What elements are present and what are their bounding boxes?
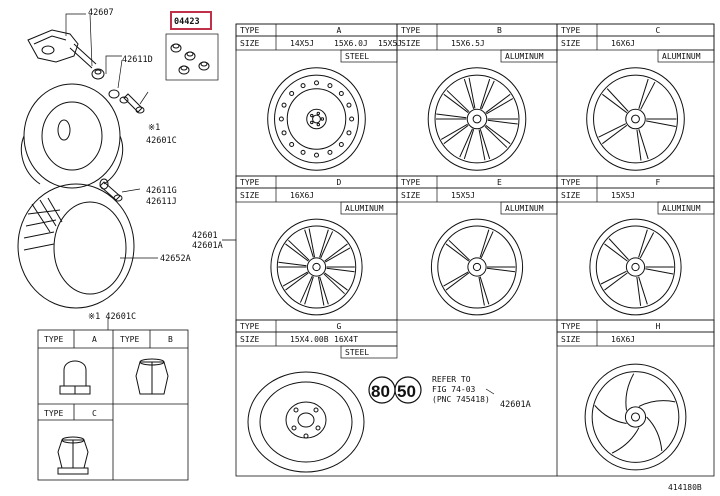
wheel-cell-a: TYPE A SIZE 14X5J 15X6.0J 15X5J STEEL: [235, 23, 402, 171]
nut-type-header: TYPE: [44, 409, 63, 418]
type-label: TYPE: [240, 178, 259, 187]
wheel-cells: TYPE A SIZE 14X5J 15X6.0J 15X5J STEEL TYPE B SIZE…: [235, 23, 715, 471]
size-label: SIZE: [561, 39, 580, 48]
refer-text: FIG 74-03: [432, 385, 476, 394]
wheel-material: STEEL: [345, 348, 369, 357]
tpms-sensor-icon: [27, 29, 97, 69]
size-label: SIZE: [561, 335, 580, 344]
wheel-cell-f: TYPE F SIZE 15X5J ALUMINUM: [556, 175, 715, 316]
wheel-material: ALUMINUM: [662, 204, 701, 213]
type-label: TYPE: [561, 26, 580, 35]
wheel-material: ALUMINUM: [505, 52, 544, 61]
wheel-size: 15X5J: [378, 39, 402, 48]
wheel-icon: [270, 218, 363, 316]
part-label: 42652A: [160, 254, 191, 264]
type-label: TYPE: [561, 322, 580, 331]
refer-text: REFER TO: [432, 375, 471, 384]
open-nut-icon: [135, 358, 169, 395]
wheel-cell-e: TYPE E SIZE 15X5J ALUMINUM: [396, 175, 558, 316]
type-label: TYPE: [561, 178, 580, 187]
nut-type-header: TYPE: [120, 335, 139, 344]
part-label: ※1 42601C: [88, 312, 136, 322]
wheel-size: 16X6J: [611, 39, 635, 48]
wheel-type: C: [656, 26, 661, 35]
size-label: SIZE: [401, 39, 420, 48]
spare-wheel-icon: [247, 371, 365, 473]
size-label: SIZE: [240, 39, 259, 48]
part-label: 42601A: [500, 400, 531, 410]
speed-limit-80-icon: [368, 376, 422, 404]
refer-text: (PNC 745418): [432, 395, 490, 404]
valve-stem-icon: [123, 93, 145, 114]
wheel-size: 16X4T: [334, 335, 358, 344]
wheel-icon: [584, 363, 687, 471]
size-label: SIZE: [561, 191, 580, 200]
type-label: TYPE: [401, 26, 420, 35]
wheel-cell-d: TYPE D SIZE 16X6J ALUMINUM: [235, 175, 398, 316]
wheel-icon: [267, 67, 366, 171]
nut-type-c: C: [92, 409, 97, 418]
lug-nut-icon: [57, 436, 89, 475]
size-label: SIZE: [240, 335, 259, 344]
wheel-cell-g: TYPE G SIZE 15X4.00B 16X4T STEEL: [235, 319, 398, 359]
wheel-size: 15X4.00B: [290, 335, 329, 344]
part-label: 42601C: [146, 136, 177, 146]
leader-lines-left: [65, 13, 158, 330]
wheel-size: 15X6.0J: [334, 39, 368, 48]
part-label: 42611G: [146, 186, 177, 196]
wheel-cell-c: TYPE C SIZE 16X6J ALUMINUM: [556, 23, 715, 171]
type-label: TYPE: [401, 178, 420, 187]
wheel-material: ALUMINUM: [505, 204, 544, 213]
wheel-icon: [589, 218, 682, 316]
nut-type-b: B: [168, 335, 173, 344]
nut-type-table: [37, 329, 189, 481]
wheel-type: G: [337, 322, 342, 331]
size-label: SIZE: [240, 191, 259, 200]
speed-limit-text: 80: [371, 382, 390, 401]
type-label: TYPE: [240, 322, 259, 331]
wheel-size: 16X6J: [290, 191, 314, 200]
grommet-icon: [108, 89, 129, 104]
valve-cap-icon: [91, 68, 105, 80]
size-label: SIZE: [401, 191, 420, 200]
diagram-id: 414180B: [668, 483, 702, 492]
speed-limit-text: 50: [397, 382, 416, 401]
highlighted-part-number[interactable]: 04423: [174, 17, 200, 27]
wheel-icon: [430, 218, 524, 316]
cap-nut-icon: [59, 360, 91, 395]
part-label: 42607: [88, 8, 114, 18]
part-label: 42601A: [192, 241, 223, 251]
part-label: 42611J: [146, 197, 177, 207]
wheel-material: ALUMINUM: [662, 52, 701, 61]
wheel-type: E: [497, 178, 502, 187]
wheel-cell-b: TYPE B SIZE 15X6.5J ALUMINUM: [396, 23, 558, 171]
wheel-nut-set-icon: [165, 33, 219, 81]
wheel-type: A: [337, 26, 342, 35]
wheel-material: ALUMINUM: [345, 204, 384, 213]
wheel-icon: [427, 67, 527, 171]
highlighted-part-box[interactable]: 04423: [170, 11, 212, 30]
part-label: 42611D: [122, 55, 153, 65]
wheel-size: 15X5J: [611, 191, 635, 200]
wheel-size: 15X6.5J: [451, 39, 485, 48]
nut-type-header: TYPE: [44, 335, 63, 344]
valve-icon: [99, 178, 123, 202]
wheel-material: STEEL: [345, 52, 369, 61]
wheel-size: 14X5J: [290, 39, 314, 48]
wheel-size: 15X5J: [451, 191, 475, 200]
wheel-icon: [586, 67, 685, 171]
wheel-type: D: [337, 178, 342, 187]
wheel-type: B: [497, 26, 502, 35]
part-label: 42601: [192, 231, 218, 241]
nut-type-a: A: [92, 335, 97, 344]
type-label: TYPE: [240, 26, 259, 35]
tire-icon: [20, 83, 124, 189]
part-label: ※1: [148, 123, 160, 133]
wheel-size: 16X6J: [611, 335, 635, 344]
wheel-type: F: [656, 178, 661, 187]
wheel-type: H: [656, 322, 661, 331]
tire-tread-icon: [17, 183, 135, 309]
wheel-cell-h: TYPE H SIZE 16X6J: [556, 319, 715, 471]
